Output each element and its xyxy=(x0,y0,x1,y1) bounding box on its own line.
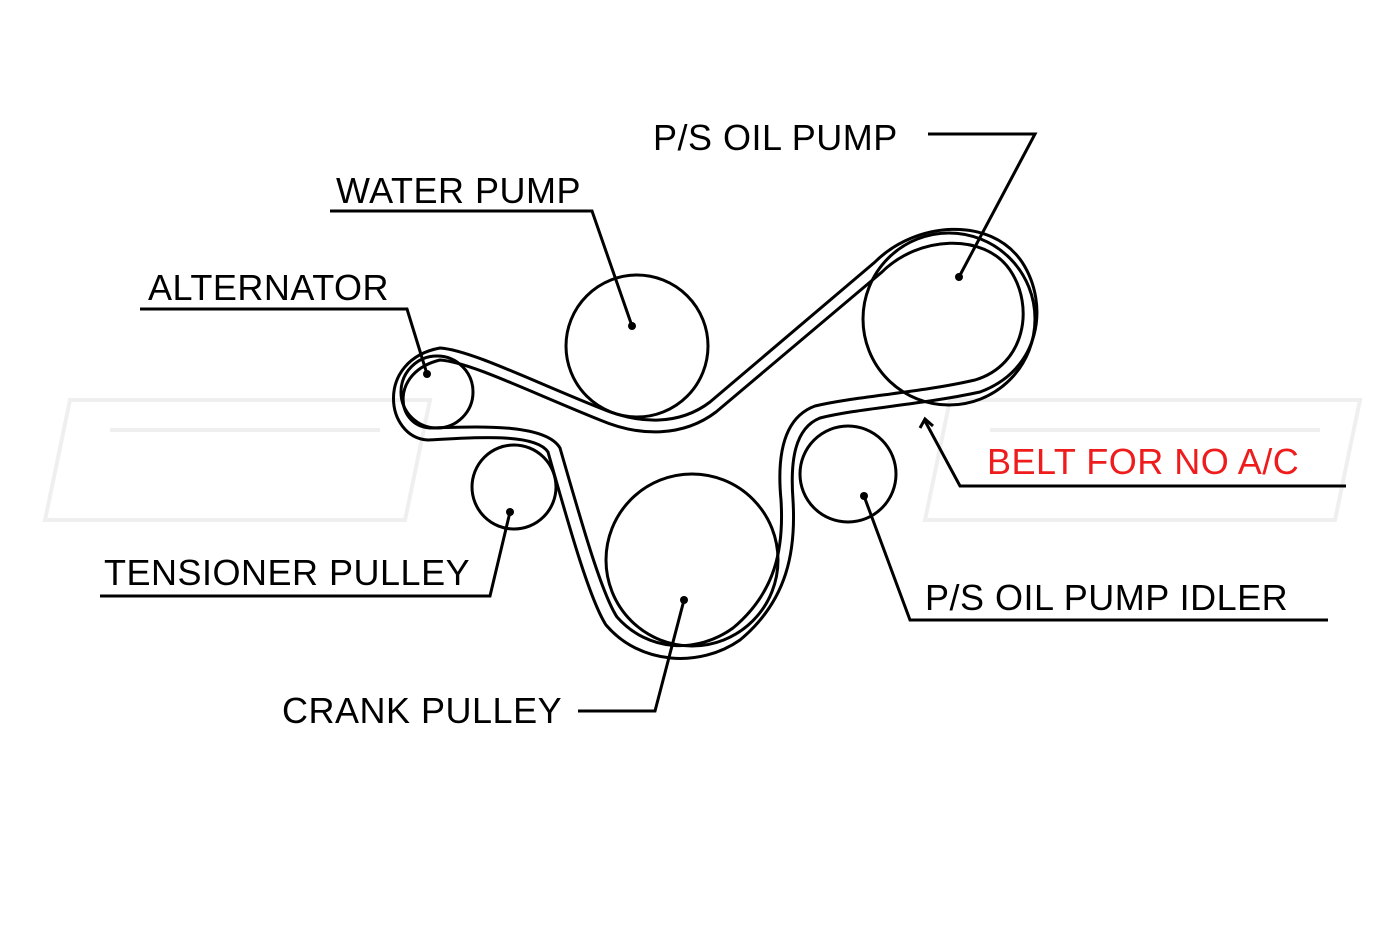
pulley-crank xyxy=(604,472,780,648)
leader-arrowhead xyxy=(918,416,934,429)
label-belt-no-ac: BELT FOR NO A/C xyxy=(987,441,1299,482)
pulley-ps-oil-pump-idler xyxy=(798,424,898,524)
label-crank-pulley: CRANK PULLEY xyxy=(282,690,562,731)
label-water-pump: WATER PUMP xyxy=(336,170,581,211)
leader-belt-no-ac xyxy=(923,420,1346,488)
label-ps-oil-pump: P/S OIL PUMP xyxy=(653,117,898,158)
leader-water-pump xyxy=(330,209,634,327)
label-ps-oil-pump-idler: P/S OIL PUMP IDLER xyxy=(925,577,1288,618)
watermark-logo xyxy=(42,398,1363,522)
leader-ps-oil-pump xyxy=(928,132,1038,278)
pulley-water-pump xyxy=(564,273,710,419)
label-alternator: ALTERNATOR xyxy=(148,267,389,308)
label-tensioner-pulley: TENSIONER PULLEY xyxy=(104,552,470,593)
leader-ps-oil-pump-idler xyxy=(862,495,1328,622)
pulley-ps-oil-pump xyxy=(861,231,1037,407)
belt-no-ac xyxy=(392,227,1039,660)
pulley-tensioner xyxy=(470,443,558,531)
pulley-alternator xyxy=(399,354,475,430)
leader-alternator xyxy=(140,307,429,375)
leader-crank-pulley xyxy=(578,599,686,713)
leader-tensioner-pulley xyxy=(100,511,512,598)
